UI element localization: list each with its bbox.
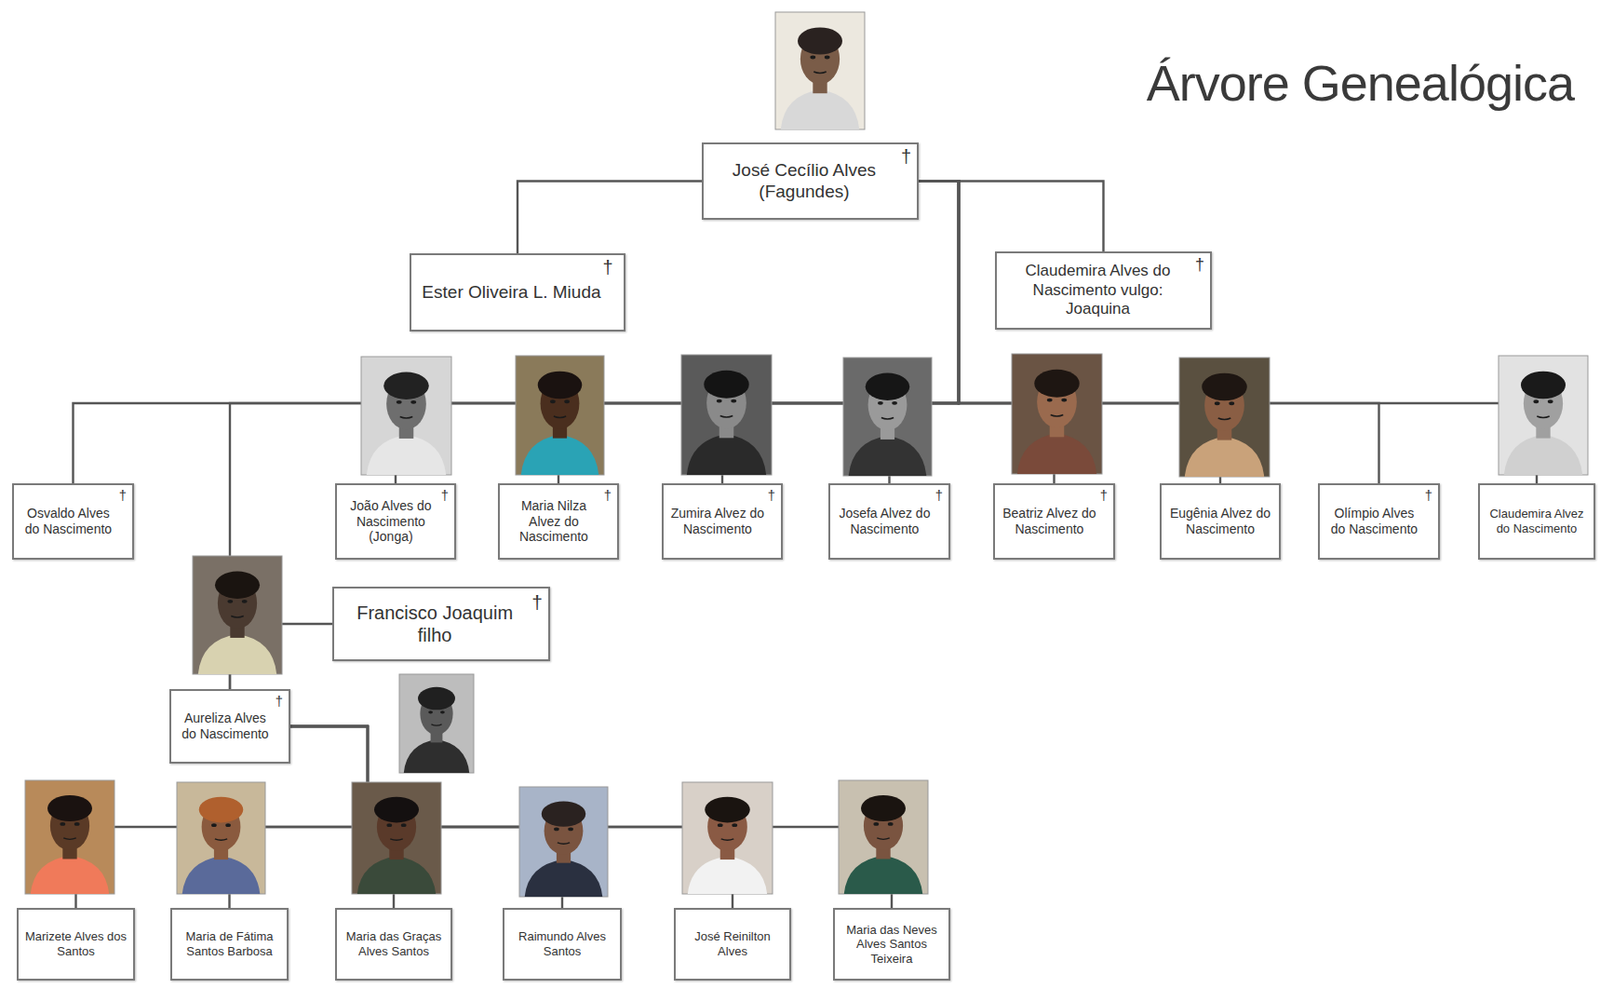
person-box: Claudemira Alves do Nascimento vulgo: Jo… [994,251,1212,330]
death-mark: † [1195,256,1205,274]
person-name: Eugênia Alvez do Nascimento [1167,505,1274,538]
person-name: José Reinilton Alves [681,928,784,958]
portrait-photo [351,781,442,894]
family-line [918,181,1380,485]
portrait-photo [515,355,605,475]
person-box: Eugênia Alvez do Nascimento [1159,483,1281,560]
death-mark: † [603,258,614,278]
person-name: Olímpio Alves do Nascimento [1325,505,1424,538]
family-line [73,181,960,485]
death-mark: † [935,488,943,503]
portrait-photo [682,781,773,894]
death-mark: † [531,591,543,612]
person-box: João Alves do Nascimento (Jonga)† [335,483,457,560]
person-box: José Reinilton Alves [673,907,792,981]
death-mark: † [767,488,776,503]
person-box: Maria das Neves Alves Santos Teixeira [833,907,951,981]
portrait-photo [1011,353,1103,474]
person-box: Ester Oliveira L. Miuda† [409,253,626,332]
person-name: Josefa Alvez do Nascimento [835,505,934,538]
person-box: Josefa Alvez do Nascimento† [828,483,951,560]
portrait-photo [843,357,932,476]
death-mark: † [900,147,912,167]
portrait-photo [361,356,452,475]
portrait-photo [399,673,474,773]
family-line [290,726,892,908]
portrait-photo [775,12,865,130]
portrait-photo [192,555,283,674]
person-name: Beatriz Alvez do Nascimento [1000,505,1099,538]
portrait-photo [25,779,115,894]
portrait-photo [1179,357,1270,477]
person-name: Claudemira Alvez do Nascimento [1485,506,1588,536]
person-box: Aureliza Alves do Nascimento† [169,688,291,764]
family-line [558,181,959,485]
person-name: João Alves do Nascimento (Jonga) [342,497,440,545]
person-box: Beatriz Alvez do Nascimento† [993,483,1116,560]
person-name: Maria de Fátima Santos Barbosa [177,928,282,958]
person-box: José Cecílio Alves (Fagundes)† [701,142,919,220]
family-line [517,181,702,255]
death-mark: † [1425,488,1433,503]
death-mark: † [275,694,283,709]
person-box: Marizete Alves dos Santos [16,907,135,981]
death-mark: † [604,488,612,503]
portrait-photo [681,354,772,475]
person-box: Osvaldo Alves do Nascimento† [12,483,135,560]
family-line [229,181,959,690]
death-mark: † [441,488,449,503]
person-box: Zumira Alvez do Nascimento† [661,483,783,560]
death-mark: † [1100,488,1108,503]
person-name: Maria Nilza Alvez do Nascimento [505,497,603,545]
portrait-photo [519,786,608,897]
portrait-photo [1498,355,1588,475]
person-name: Francisco Joaquim filho [339,601,530,646]
person-name: Claudemira Alves do Nascimento vulgo: Jo… [1002,261,1194,319]
person-box: Maria das Graças Alves Santos [335,907,453,981]
person-name: Maria das Graças Alves Santos [342,928,445,958]
family-line [290,726,733,908]
person-name: Marizete Alves dos Santos [24,928,128,958]
diagram-title: Árvore Genealógica [1146,53,1574,112]
person-name: Osvaldo Alves do Nascimento [19,505,118,538]
person-box: Claudemira Alvez do Nascimento [1478,483,1596,560]
portrait-photo [176,781,266,894]
family-line [918,181,1221,485]
family-line [918,181,1537,485]
person-box: Raimundo Alves Santos [502,907,622,981]
family-line [395,181,959,485]
person-box: Maria de Fátima Santos Barbosa [170,907,289,981]
family-line [918,181,1104,253]
person-name: Ester Oliveira L. Miuda [421,282,601,304]
person-name: Aureliza Alves do Nascimento [176,710,274,742]
person-name: Zumira Alvez do Nascimento [669,505,767,538]
person-name: Raimundo Alves Santos [510,928,615,958]
person-name: José Cecílio Alves (Fagundes) [709,160,900,203]
person-box: Maria Nilza Alvez do Nascimento† [497,483,619,560]
portrait-photo [838,779,928,894]
person-name: Maria das Neves Alves Santos Teixeira [840,922,943,967]
person-box: Francisco Joaquim filho† [332,586,551,661]
person-box: Olímpio Alves do Nascimento† [1317,483,1440,560]
death-mark: † [119,488,127,503]
